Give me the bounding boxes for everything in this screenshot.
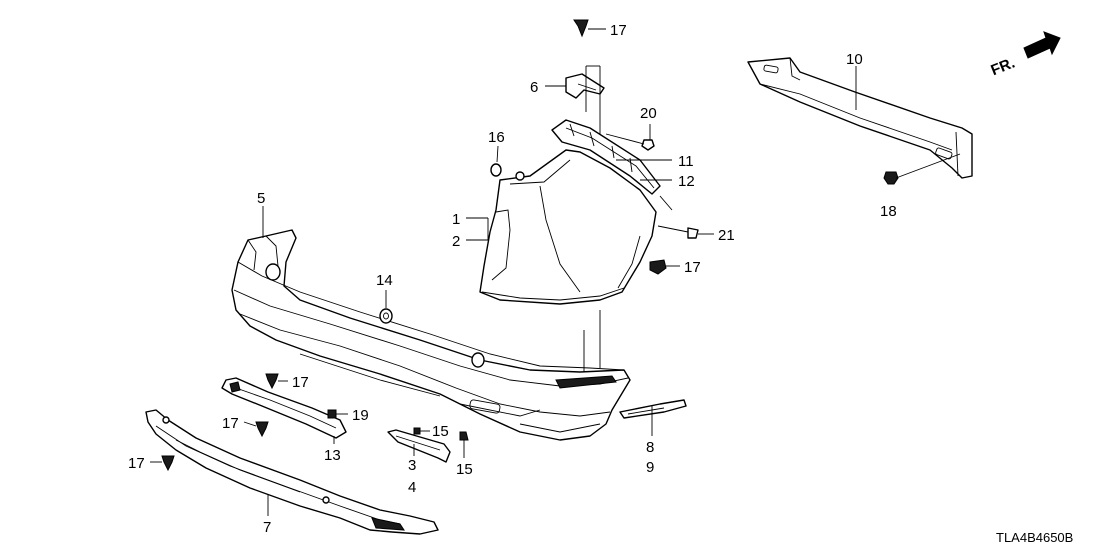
clip-17-left[interactable]	[150, 455, 175, 472]
clip-17-lower[interactable]	[243, 421, 269, 438]
callout-17-mid: 17	[292, 374, 309, 391]
callout-13: 13	[324, 447, 341, 464]
clip-17-right[interactable]	[649, 259, 680, 275]
bracket-6[interactable]	[545, 73, 605, 99]
callout-2: 2	[452, 233, 460, 250]
clip-15-b[interactable]	[459, 431, 469, 458]
callout-17-top: 17	[610, 22, 627, 39]
clip-15-a[interactable]	[413, 427, 430, 435]
callout-1: 1	[452, 211, 460, 228]
callout-20: 20	[640, 105, 657, 122]
callout-5: 5	[257, 190, 265, 207]
callout-11: 11	[678, 153, 694, 170]
callout-4: 4	[408, 479, 416, 496]
diagram-code: TLA4B4650B	[996, 530, 1073, 545]
bolt-18[interactable]	[883, 153, 961, 185]
callout-21: 21	[718, 227, 735, 244]
callout-17-left: 17	[128, 455, 145, 472]
callout-3: 3	[408, 457, 416, 474]
clip-17-top[interactable]	[573, 19, 606, 38]
callout-15-b: 15	[456, 461, 473, 478]
clip-14[interactable]	[379, 290, 393, 324]
side-bracket-11-12[interactable]	[551, 119, 661, 195]
callout-17-lower: 17	[222, 415, 239, 432]
callout-19: 19	[352, 407, 369, 424]
clip-17-mid[interactable]	[265, 373, 288, 390]
nut-20[interactable]	[605, 124, 655, 151]
rear-bumper-face-5[interactable]	[231, 229, 631, 441]
callout-9: 9	[646, 459, 654, 476]
front-direction-arrow-icon	[1023, 31, 1061, 59]
lower-bracket-13[interactable]	[221, 377, 347, 439]
trim-3-4[interactable]	[387, 429, 451, 463]
clip-16[interactable]	[490, 145, 502, 177]
callout-14: 14	[376, 272, 393, 289]
callout-18: 18	[880, 203, 897, 220]
callout-7: 7	[263, 519, 271, 536]
callout-6: 6	[530, 79, 538, 96]
callout-16: 16	[488, 129, 505, 146]
bumper-beam[interactable]	[747, 57, 973, 179]
callout-15-a: 15	[432, 423, 449, 440]
callout-17-right: 17	[684, 259, 701, 276]
nut-21[interactable]	[657, 225, 714, 239]
callout-12: 12	[678, 173, 695, 190]
direction-label: FR.	[989, 54, 1018, 79]
lower-skirt-7[interactable]	[145, 409, 439, 535]
callout-10: 10	[846, 51, 863, 68]
callout-8: 8	[646, 439, 654, 456]
side-trim-8-9[interactable]	[619, 399, 687, 436]
nut-19[interactable]	[327, 409, 348, 419]
bumper-side-1-2[interactable]	[479, 149, 657, 305]
